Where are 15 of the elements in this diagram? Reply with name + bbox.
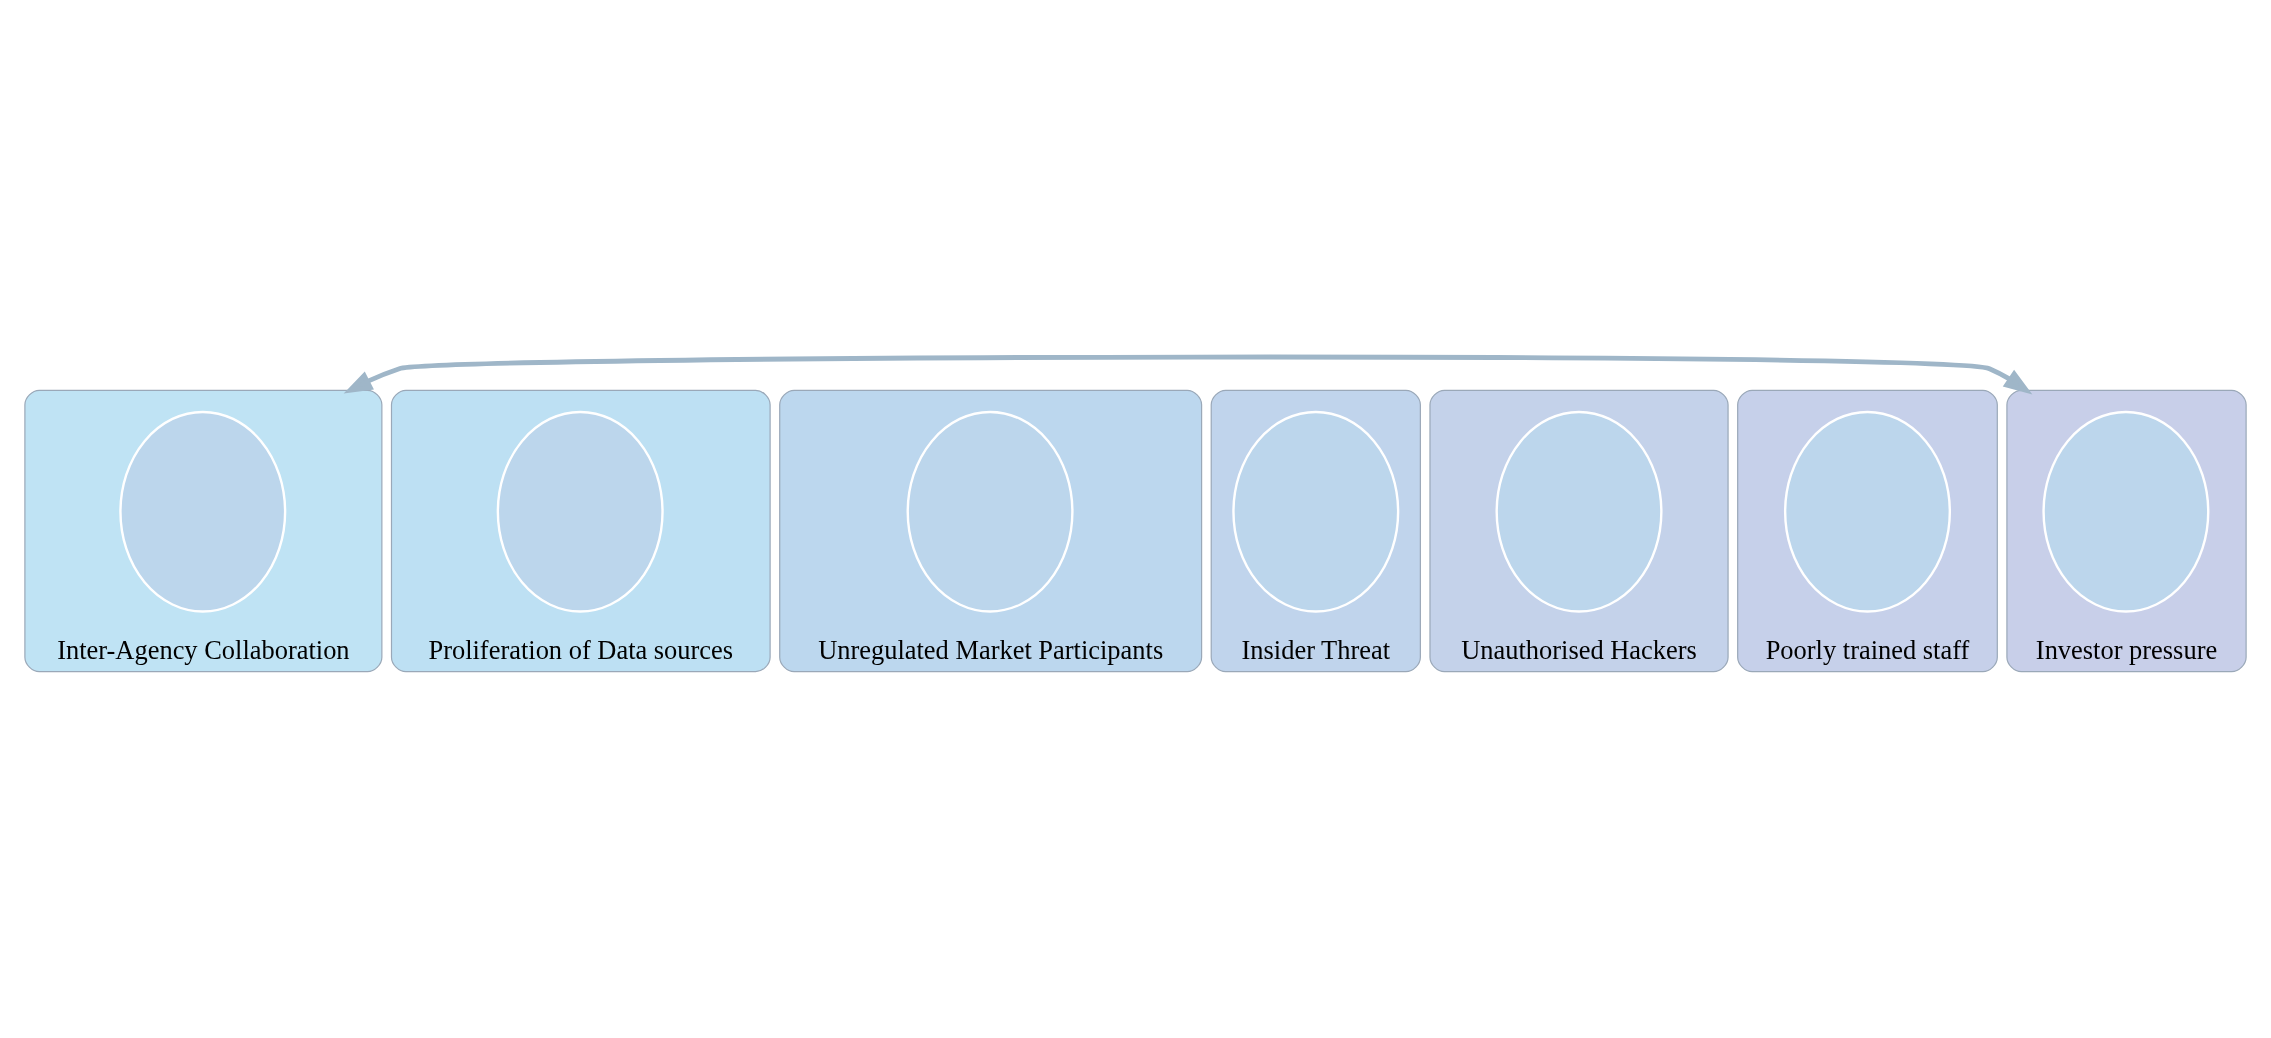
node-circle	[119, 410, 287, 613]
node-circle	[1232, 410, 1400, 613]
cluster: Poorly trained staff	[1737, 389, 1998, 673]
cluster: Proliferation of Data sources	[390, 389, 771, 673]
arrow	[343, 354, 2033, 395]
cluster: Unregulated Market Participants	[779, 389, 1203, 673]
cluster: Inter-Agency Collaboration	[24, 389, 383, 673]
cluster: Investor pressure	[2006, 389, 2247, 673]
cluster: Insider Threat	[1210, 389, 1421, 673]
node-circle	[496, 410, 664, 613]
node-circle	[2042, 410, 2210, 613]
cluster: Unauthorised Hackers	[1429, 389, 1729, 673]
node-circle	[1783, 410, 1952, 613]
node-circle	[1495, 410, 1663, 613]
node-circle	[906, 410, 1074, 613]
